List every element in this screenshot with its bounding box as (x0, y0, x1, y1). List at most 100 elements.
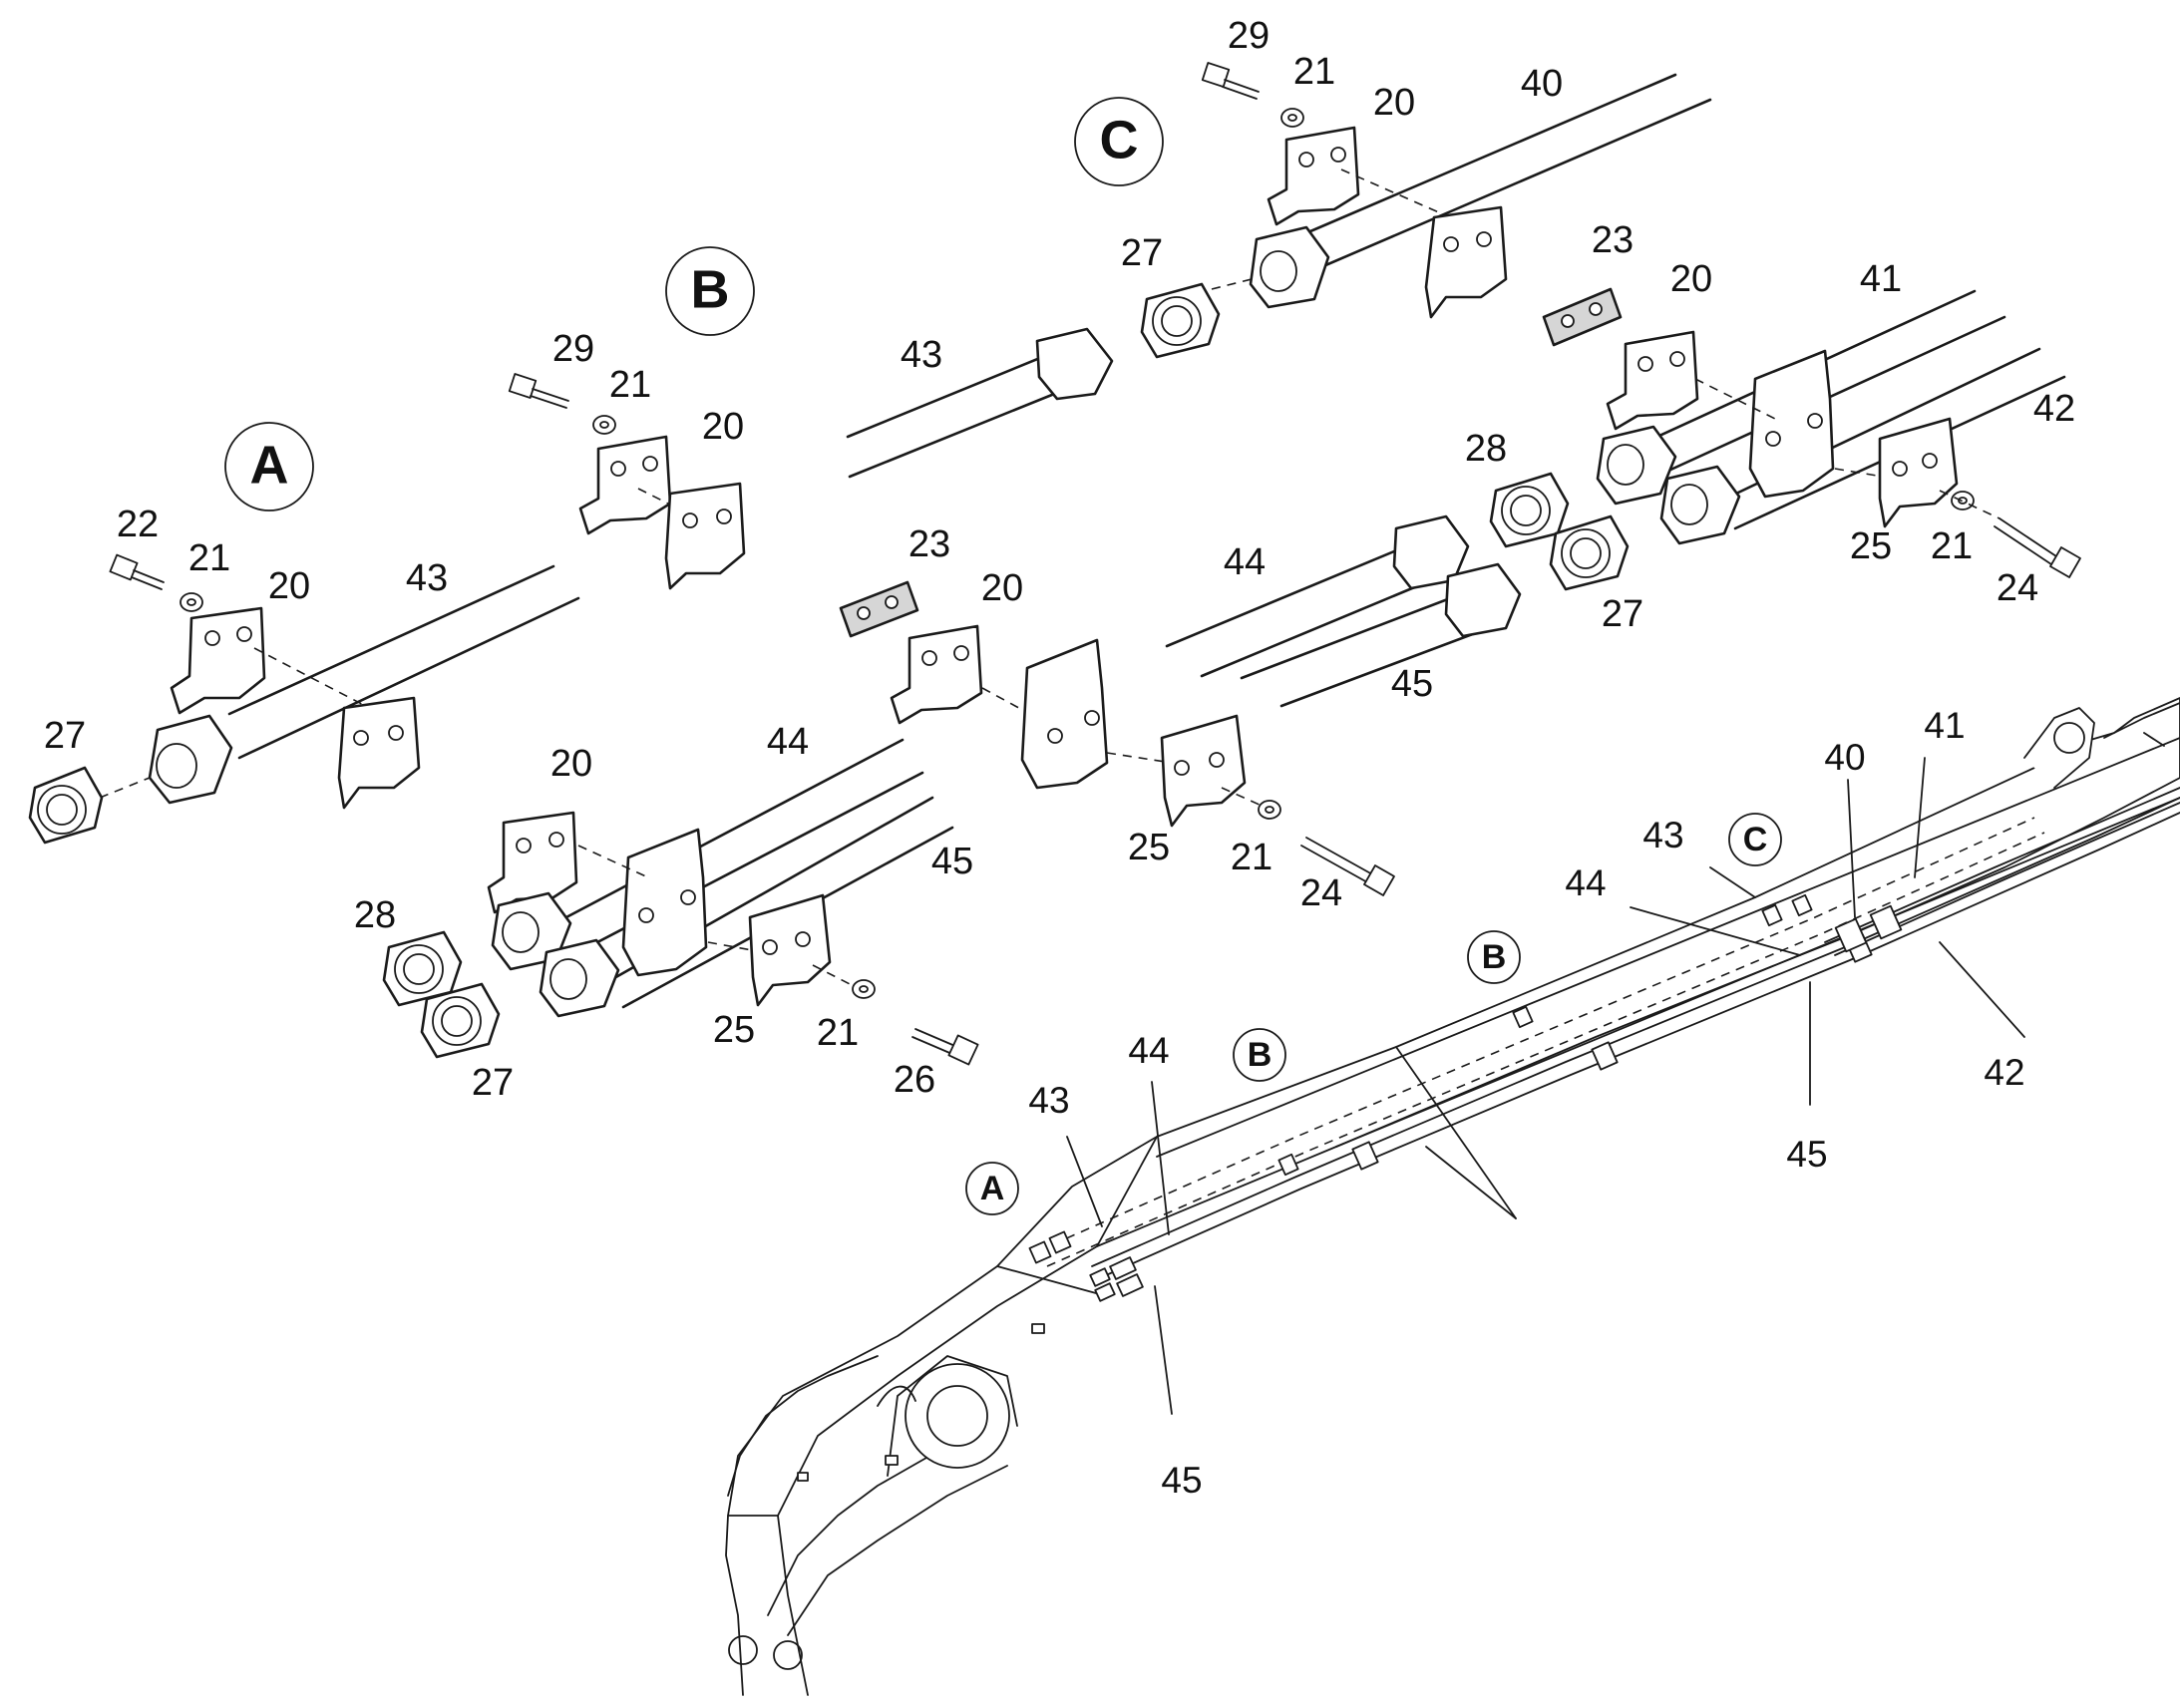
detail-b-callout-label: B (691, 259, 730, 319)
right-cluster-group: 23 20 41 42 28 44 27 45 25 21 24 (1165, 219, 2081, 708)
label-c-43: 43 (901, 334, 942, 376)
hose-40-upper (1294, 73, 1677, 239)
label-c-20: 20 (1373, 82, 1415, 124)
fitting-27-lower-left (420, 982, 501, 1059)
clamp-center-middle (1020, 638, 1109, 790)
hose-43-lower (237, 596, 580, 760)
label-r-20: 20 (1670, 258, 1712, 300)
label-r-25: 25 (1850, 525, 1892, 567)
boom-label-44b: 44 (1128, 1030, 1169, 1071)
label-c-29: 29 (1228, 15, 1270, 57)
hose-42-hex-nut (1659, 465, 1741, 545)
label-a-22: 22 (117, 504, 159, 545)
boom-callout-c-label: C (1743, 821, 1768, 858)
clamp-center-lower-left (621, 828, 708, 977)
label-m-24: 24 (1300, 872, 1342, 914)
boom-label-40: 40 (1824, 737, 1865, 778)
boom-label-45b: 45 (1161, 1460, 1202, 1501)
label-b-29: 29 (552, 328, 594, 370)
label-m-25: 25 (1128, 827, 1170, 868)
detail-b-group: B 29 21 20 (508, 246, 755, 590)
boom-callout-a-circle (965, 1162, 1019, 1215)
clamp-half-20-b (578, 435, 672, 535)
boom-outline (727, 697, 2180, 1517)
label-r-41: 41 (1860, 258, 1902, 300)
label-r-24: 24 (1997, 567, 2038, 609)
hose-44-center-lower (1200, 576, 1438, 678)
label-m-23: 23 (908, 523, 950, 565)
bolt-29-c (1201, 62, 1260, 100)
boom-label-44a: 44 (1565, 862, 1606, 903)
boom-label-43: 43 (1642, 815, 1683, 855)
washer-21-b (592, 415, 616, 435)
hose-44-lower-left-lower (551, 771, 924, 967)
label-m-20: 20 (981, 567, 1023, 609)
spacer-23-middle (839, 580, 919, 638)
clamp-25-middle (1160, 714, 1247, 828)
fitting-28-right (1489, 472, 1570, 548)
label-l-27: 27 (472, 1062, 514, 1104)
fitting-27-c (1140, 282, 1221, 359)
fitting-27-right (1549, 514, 1630, 591)
label-b-21: 21 (609, 364, 651, 406)
label-r-44: 44 (1224, 541, 1266, 583)
detail-a-group: A (28, 422, 580, 845)
boom-label-42: 42 (1984, 1052, 2024, 1093)
boom-pivot-inner (926, 1385, 988, 1447)
washer-21-right (1951, 491, 1975, 511)
label-r-42: 42 (2033, 388, 2075, 430)
label-r-23: 23 (1592, 219, 1634, 261)
boom-hose-end-fittings (1089, 1256, 1144, 1302)
boom-callout-a-label: A (980, 1170, 1005, 1207)
hose-45-center-lower (1279, 624, 1496, 708)
boom-label-43b: 43 (1028, 1080, 1069, 1121)
clamp-half-20-right (1606, 330, 1699, 431)
washer-21-lower-left (852, 979, 876, 999)
boom-hose-45 (1096, 812, 2180, 1280)
clamp-center-right (1748, 349, 1835, 499)
hose-43-upper (227, 564, 555, 716)
bolt-24-right (1994, 517, 2081, 578)
detail-a-callout-label: A (250, 435, 289, 495)
clamp-half-lower-b (664, 482, 746, 590)
boom-callout-b2-label: B (1248, 1036, 1272, 1074)
label-l-20: 20 (550, 743, 592, 785)
lower-left-cluster-group: 20 44 45 28 27 25 21 26 (354, 721, 979, 1104)
detail-a-axis (253, 647, 380, 714)
washer-21-middle (1258, 800, 1281, 820)
label-r-27: 27 (1602, 593, 1643, 635)
bolt-26-lower-left (911, 1028, 979, 1066)
bolt-24-middle (1300, 837, 1395, 896)
hose-40-hex-nut (1249, 225, 1330, 309)
clamp-half-20 (170, 606, 266, 715)
label-c-21: 21 (1293, 51, 1335, 93)
detail-c-callout-label: C (1100, 110, 1139, 170)
hose-43-c-lower (848, 382, 1081, 479)
clamp-25-right (1878, 417, 1959, 528)
boom-callout-b2-circle (1233, 1028, 1286, 1082)
label-l-28: 28 (354, 894, 396, 936)
hose-43-c-upper (846, 349, 1059, 439)
clamp-half-20-c (1267, 126, 1360, 226)
hose-40-lower (1314, 98, 1712, 271)
label-l-21: 21 (817, 1012, 859, 1054)
boom-hose-43-route (1036, 817, 2035, 1252)
fitting-28-lower-left (382, 930, 463, 1007)
bolt-29-b (508, 373, 569, 409)
boom-assembly-group: C B B A 40 41 43 44 42 45 44 43 45 (725, 697, 2180, 1696)
washer-21 (180, 592, 203, 612)
label-a-20: 20 (268, 565, 310, 607)
fitting-27-a (28, 766, 104, 845)
label-b-20: 20 (702, 406, 744, 448)
bolt-22 (109, 553, 165, 590)
clamp-half-20-lower-left (487, 811, 578, 914)
boom-callout-b1-circle (1467, 930, 1521, 984)
detail-c-group: C (846, 15, 1712, 479)
boom-callout-b1-label: B (1482, 938, 1507, 976)
label-c-40: 40 (1521, 63, 1563, 105)
hose-43-c-hex-nut (1035, 327, 1114, 401)
boom-hose-40-route (1046, 832, 2045, 1267)
hose-44-center-upper (1165, 544, 1408, 648)
hose-41-hex-nut (1596, 425, 1677, 506)
